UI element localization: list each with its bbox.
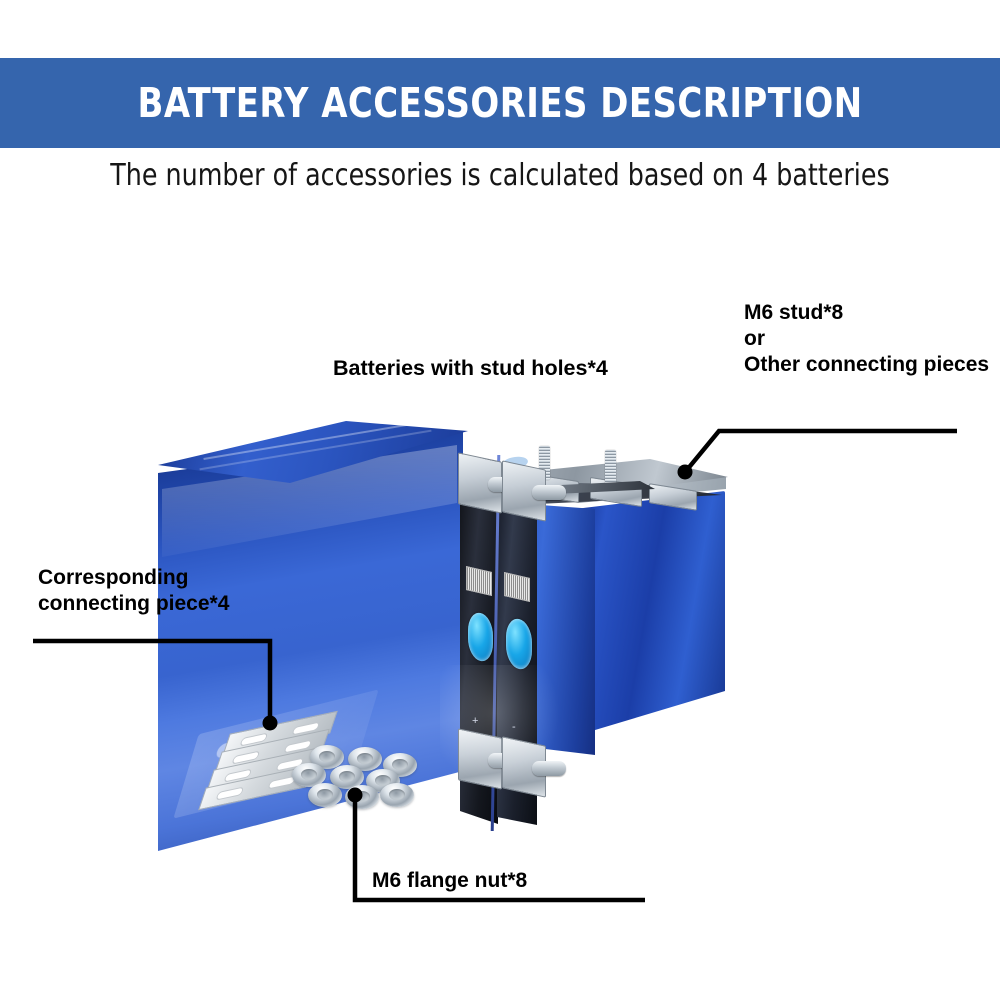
flange-nut [308,783,342,807]
header-banner: BATTERY ACCESSORIES DESCRIPTION [0,58,1000,148]
m6-stud-1 [539,446,550,480]
product-photo: + - [150,415,850,935]
subtitle-text: The number of accessories is calculated … [110,158,890,193]
polarity-mark-plus: + [472,715,479,727]
callout-label-m6-flange-nut: M6 flange nut*8 [372,869,528,892]
terminal-stud-upright-bottom-2 [532,761,566,776]
callout-label-m6-stud: M6 stud*8 or Other connecting pieces [744,301,990,376]
flange-nut [383,753,417,777]
callout-label-corresponding-connecting-piece: Corresponding connecting piece*4 [38,566,230,615]
battery-cell-lying-far [575,491,725,736]
flange-nut-cluster [290,745,420,815]
plate-slot [215,786,245,801]
m6-stud-2 [605,450,616,484]
polarity-mark-minus: - [512,721,516,733]
flange-nut [345,785,379,809]
terminal-stud-upright-top-2 [532,485,566,500]
page-title: BATTERY ACCESSORIES DESCRIPTION [137,79,863,127]
flange-nut [380,783,414,807]
callout-label-batteries-with-stud-holes: Batteries with stud holes*4 [333,356,608,380]
